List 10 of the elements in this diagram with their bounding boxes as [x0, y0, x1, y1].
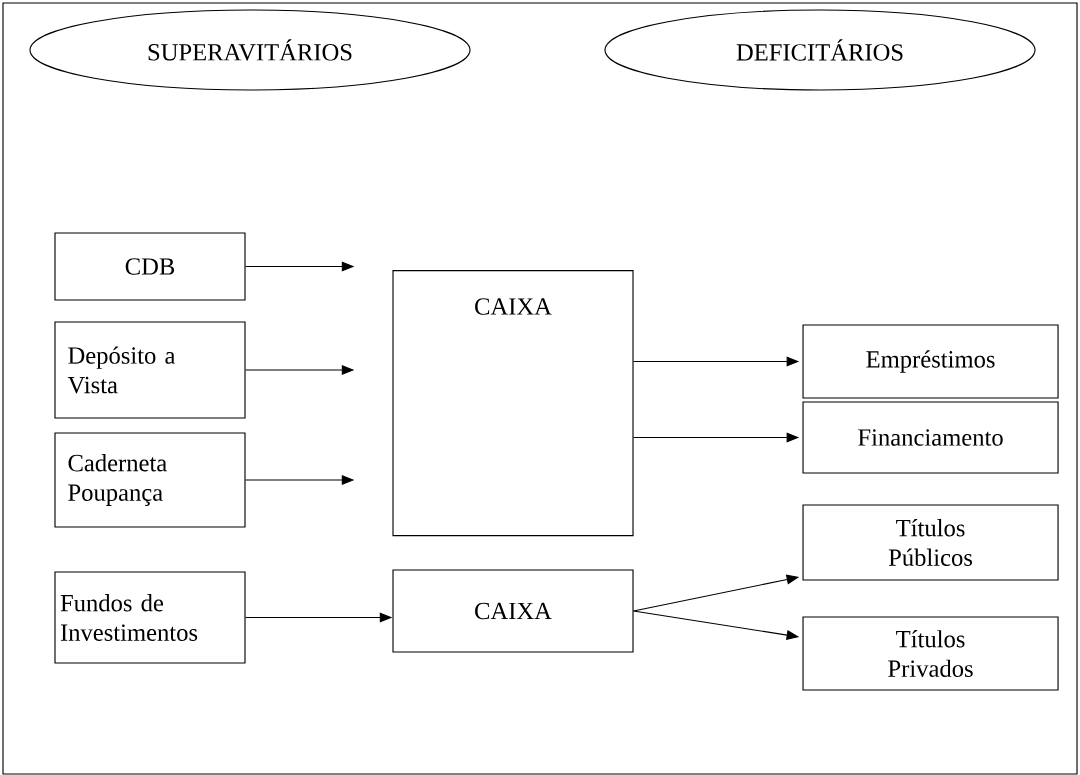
item-box: Caderneta Poupança — [54, 432, 246, 528]
item-box: Empréstimos — [802, 324, 1059, 399]
item-box: Financiamento — [802, 401, 1059, 474]
item-box: Títulos Públicos — [802, 504, 1059, 581]
item-box: Depósito a Vista — [54, 321, 246, 419]
item-box: Fundos de Investimentos — [54, 571, 246, 664]
item-box: Títulos Privados — [802, 616, 1059, 691]
item-box: CDB — [54, 232, 246, 301]
bank-box: CAIXA — [392, 270, 634, 537]
item-box: CAIXA — [392, 569, 634, 653]
